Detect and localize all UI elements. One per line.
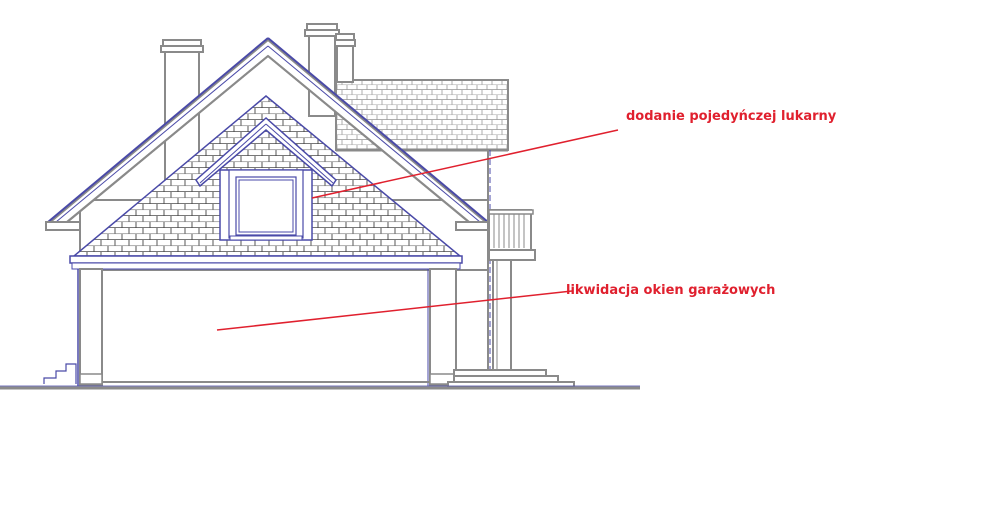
left-steps	[43, 363, 77, 384]
fascia	[69, 255, 463, 270]
annotation-remove-garage-windows: likwidacja okien garażowych	[566, 283, 776, 298]
ground-line	[0, 385, 640, 390]
right-steps	[447, 369, 575, 388]
main-roof	[45, 37, 491, 231]
leader-line-garage	[216, 290, 573, 331]
annotation-leaders	[216, 129, 619, 331]
ground-floor	[77, 268, 457, 386]
balcony	[488, 209, 536, 371]
rear-roof	[335, 79, 509, 152]
annotation-add-dormer: dodanie pojedyńczej lukarny	[626, 109, 837, 124]
dormer	[195, 116, 337, 241]
leader-line-dormer	[311, 129, 619, 199]
